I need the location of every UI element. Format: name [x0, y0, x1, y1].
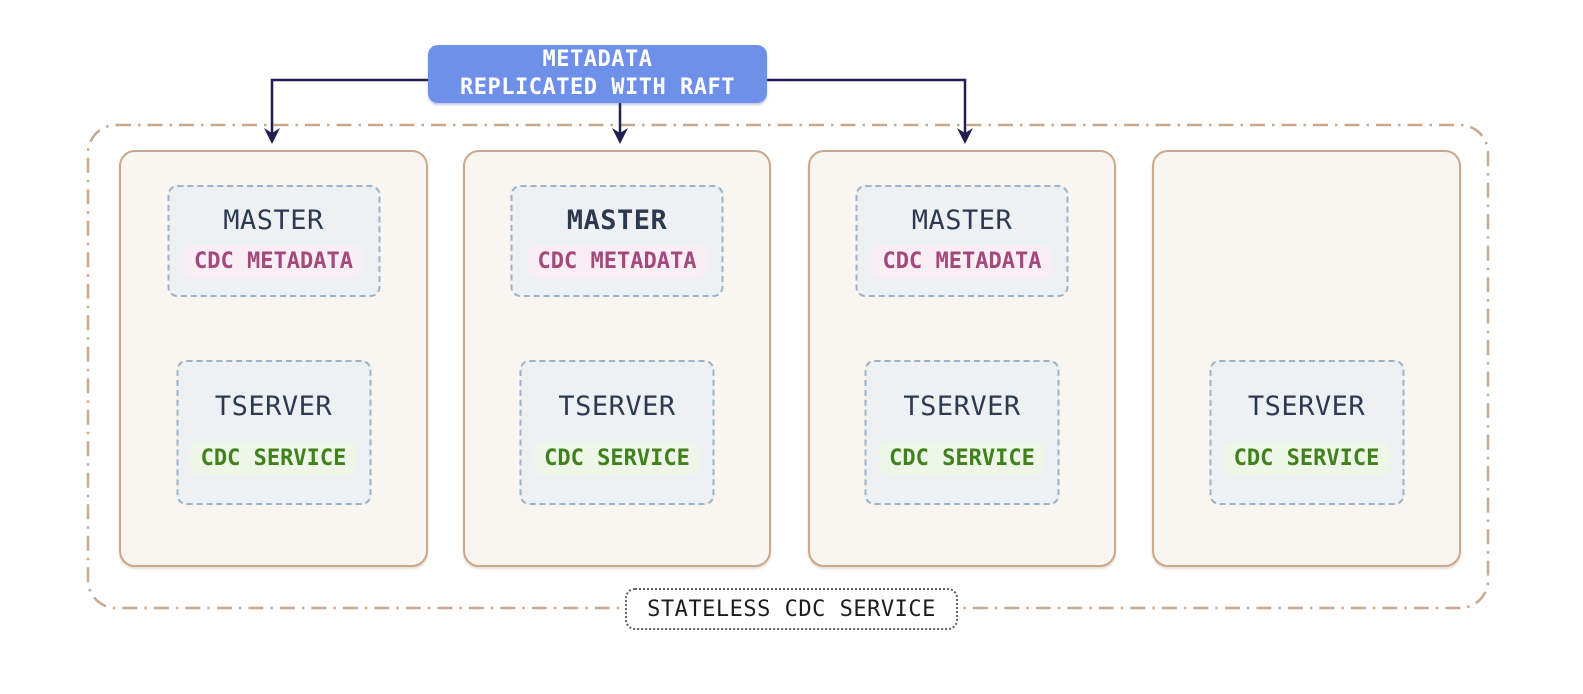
node-card-1: MASTER CDC METADATA TSERVER CDC SERVICE: [119, 150, 428, 567]
node-card-4: TSERVER CDC SERVICE: [1152, 150, 1461, 567]
cdc-service-badge: CDC SERVICE: [879, 441, 1045, 475]
tserver-label: TSERVER: [558, 390, 676, 422]
node-card-3: MASTER CDC METADATA TSERVER CDC SERVICE: [808, 150, 1116, 567]
tserver-label: TSERVER: [1247, 390, 1366, 422]
master-box-3: MASTER CDC METADATA: [855, 185, 1069, 297]
cdc-metadata-badge: CDC METADATA: [872, 244, 1052, 278]
cdc-service-badge: CDC SERVICE: [190, 441, 357, 475]
raft-metadata-box: METADATA REPLICATED WITH RAFT: [428, 45, 767, 103]
master-label: MASTER: [223, 204, 324, 236]
cdc-metadata-badge: CDC METADATA: [184, 244, 363, 278]
master-box-1: MASTER CDC METADATA: [167, 185, 380, 297]
arrow-to-node-1: [264, 78, 428, 144]
tserver-label: TSERVER: [214, 390, 333, 422]
arrow-to-node-3: [767, 78, 973, 144]
cdc-service-badge: CDC SERVICE: [1223, 441, 1390, 475]
master-label: MASTER: [566, 204, 668, 236]
tserver-box-3: TSERVER CDC SERVICE: [864, 360, 1060, 505]
tserver-label: TSERVER: [903, 390, 1021, 422]
cdc-metadata-badge: CDC METADATA: [527, 244, 707, 278]
raft-metadata-line1: METADATA: [542, 47, 653, 73]
stateless-cdc-service-label: STATELESS CDC SERVICE: [625, 588, 958, 630]
master-label: MASTER: [911, 204, 1013, 236]
tserver-box-2: TSERVER CDC SERVICE: [519, 360, 715, 505]
tserver-box-4: TSERVER CDC SERVICE: [1209, 360, 1404, 505]
master-box-2: MASTER CDC METADATA: [510, 185, 724, 297]
raft-metadata-line2: REPLICATED WITH RAFT: [460, 75, 735, 100]
node-card-2: MASTER CDC METADATA TSERVER CDC SERVICE: [463, 150, 771, 567]
tserver-box-1: TSERVER CDC SERVICE: [176, 360, 371, 505]
cdc-service-badge: CDC SERVICE: [534, 441, 700, 475]
